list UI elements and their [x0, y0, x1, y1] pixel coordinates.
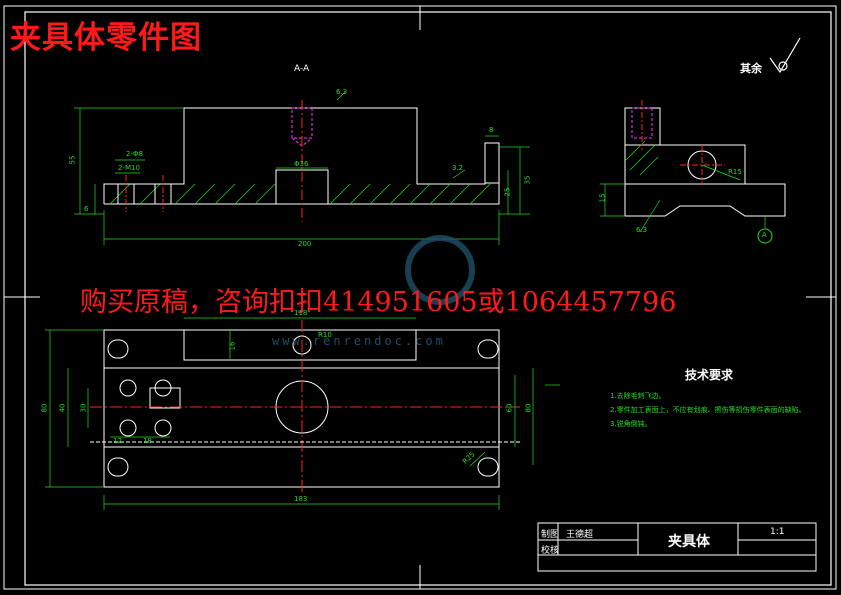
dim-plan-r10: R10 — [318, 331, 332, 339]
section-label: A-A — [294, 64, 310, 74]
dim-rib-height: 25 — [503, 187, 512, 197]
inner-frame — [24, 11, 832, 586]
side-view — [600, 100, 786, 244]
dim-plan-18: 18 — [143, 437, 152, 445]
dim-hole-note-2: 2-M10 — [118, 164, 140, 172]
check-label: 校核 — [541, 546, 560, 556]
watermark-url: www.renrendoc.com — [272, 334, 446, 348]
dim-plan-30: 30 — [79, 403, 88, 413]
drawn-label: 制图 — [541, 530, 560, 540]
plan-view — [45, 317, 560, 510]
rough-label: 其余 — [740, 62, 762, 75]
dim-ra2: 3.2 — [452, 164, 464, 172]
dim-plan-h: 16 — [228, 341, 237, 351]
dim-plan-inner: 40 — [58, 403, 67, 413]
dim-side-ra: 6.3 — [636, 226, 648, 234]
dim-plan-right-60: 60 — [505, 403, 514, 413]
dim-plan-len: 183 — [294, 495, 308, 503]
dim-center-bore: Φ36 — [294, 160, 309, 168]
dim-height-left: 55 — [68, 155, 77, 165]
section-hatch — [109, 183, 491, 205]
dim-side-r: R15 — [728, 168, 742, 176]
tech-req-item-3: 3.锐角倒钝。 — [610, 420, 652, 428]
dim-plan-left: 80 — [40, 403, 49, 413]
tech-req-item-1: 1.去除毛刺飞边。 — [610, 392, 666, 400]
dim-view-a: A — [762, 231, 767, 239]
dim-overall-length: 200 — [298, 240, 312, 248]
scale: 1:1 — [770, 527, 785, 537]
dim-side-h: 15 — [598, 193, 607, 203]
tech-req-item-2: 2.零件加工表面上，不应有划痕、擦伤等损伤零件表面的缺陷。 — [610, 406, 806, 414]
title-block — [537, 522, 817, 572]
dim-base-thick: 6 — [84, 205, 89, 213]
drawing-title: 夹具体零件图 — [10, 20, 202, 56]
roughness-symbol — [769, 37, 801, 74]
dim-ra1: 6.3 — [336, 88, 348, 96]
centering-marks — [4, 6, 836, 589]
tech-req-title: 技术要求 — [685, 368, 734, 382]
side-hatch — [625, 140, 659, 176]
dim-step: 8 — [489, 126, 494, 134]
part-name: 夹具体 — [668, 534, 710, 550]
dim-plan-width: 118 — [294, 309, 308, 317]
dim-plan-12: 12 — [113, 437, 122, 445]
drawn-name: 王德超 — [566, 530, 594, 540]
promo-text: 购买原稿，咨询扣扣414951605或1064457796 — [80, 287, 677, 318]
dim-height-right: 35 — [523, 175, 532, 185]
watermark-logo — [405, 235, 475, 305]
dim-hole-note-1: 2-Φ8 — [126, 150, 143, 158]
dim-plan-right-80: 80 — [524, 403, 533, 413]
